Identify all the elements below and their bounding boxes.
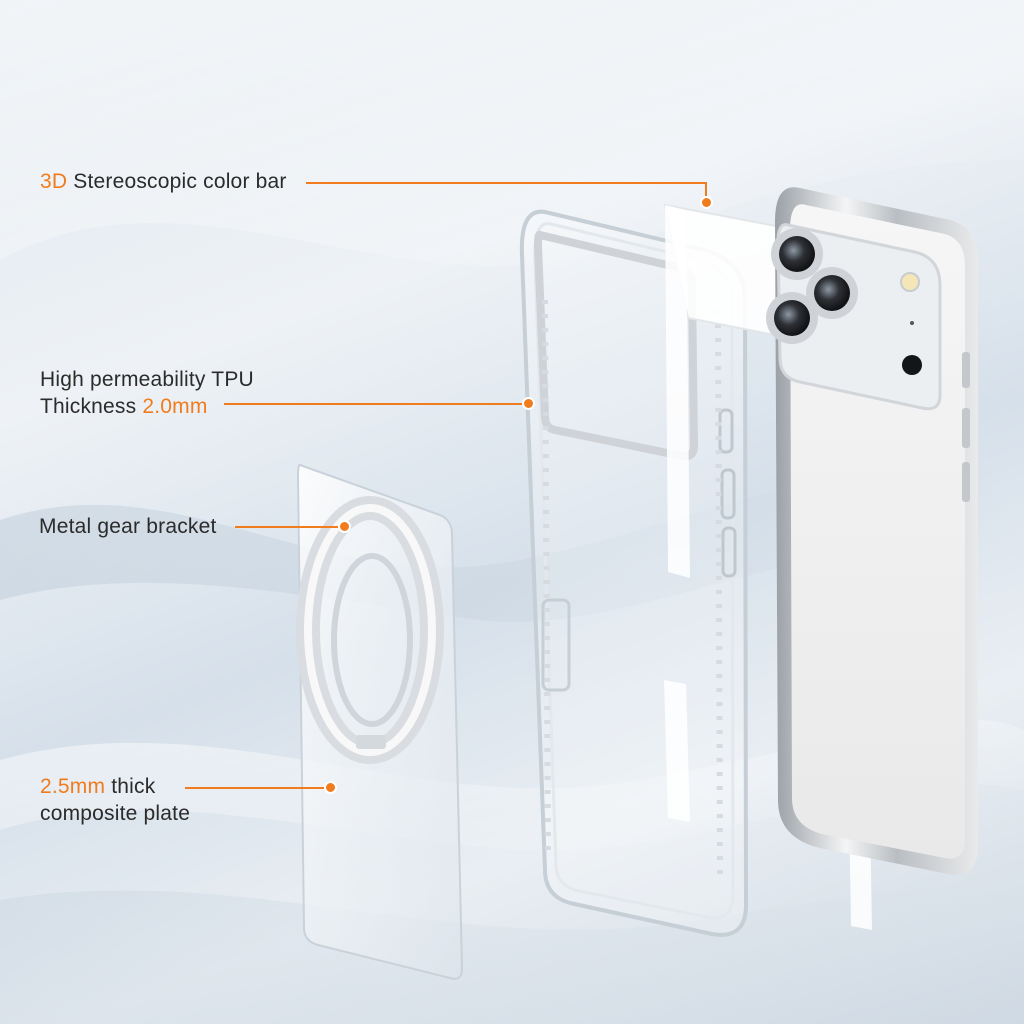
- metal-gear-bracket: [296, 496, 444, 764]
- callout-plate-line1-text: thick: [105, 775, 156, 798]
- callout-bracket-text: Metal gear bracket: [39, 515, 217, 538]
- callout-plate-thickness: 2.5mm: [40, 775, 106, 798]
- callout-tpu-line1: High permeability TPU: [40, 368, 254, 391]
- callout-tpu-label: High permeability TPU Thickness 2.0mm: [40, 366, 254, 420]
- callout-bracket-label: Metal gear bracket: [39, 513, 217, 540]
- callout-plate-dot: [324, 781, 337, 794]
- callout-bracket-dot: [338, 520, 351, 533]
- callout-bracket-leader: [235, 526, 341, 528]
- callout-plate-label: 2.5mm thick composite plate: [40, 773, 190, 827]
- callout-color-bar-label: 3D Stereoscopic color bar: [40, 168, 287, 195]
- callout-plate-leader: [185, 787, 327, 789]
- callout-color-bar-leader-drop: [705, 182, 707, 200]
- callout-color-bar-accent: 3D: [40, 170, 68, 193]
- callout-color-bar-dot: [700, 196, 713, 209]
- callout-tpu-dot: [522, 397, 535, 410]
- callout-tpu-line2-text: Thickness: [40, 395, 143, 418]
- callout-tpu-thickness: 2.0mm: [142, 395, 208, 418]
- callout-color-bar-leader: [306, 182, 706, 184]
- phone: [766, 187, 978, 875]
- callout-tpu-leader: [224, 403, 526, 405]
- callout-color-bar-text: Stereoscopic color bar: [67, 170, 287, 193]
- callout-plate-line2: composite plate: [40, 802, 191, 825]
